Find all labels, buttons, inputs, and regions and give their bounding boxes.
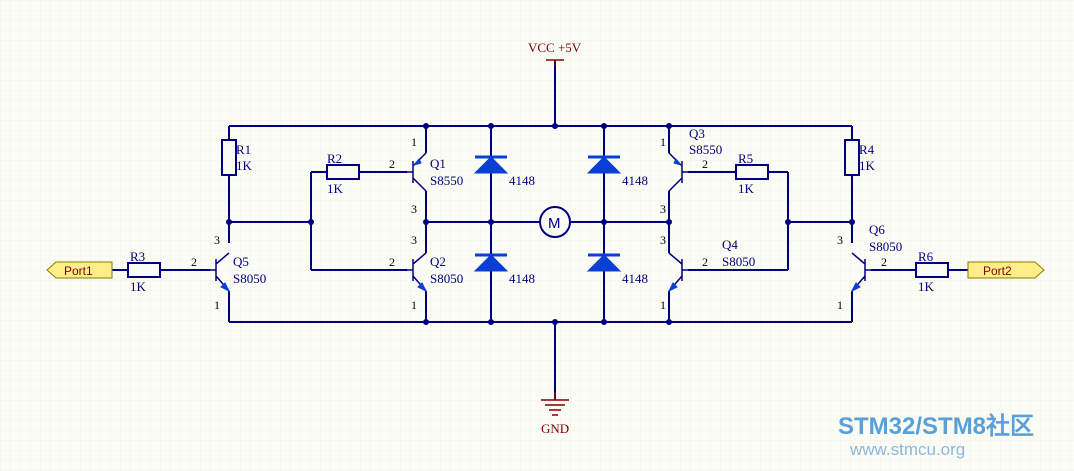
watermark: STM32/STM8社区 www.stmcu.org [838,412,1034,459]
q6-part: S8050 [869,239,902,254]
q2-name: Q2 [430,254,446,269]
q6-name: Q6 [869,222,885,237]
resistor-r4: R4 1K [844,139,876,176]
q2-pin-base: 2 [389,255,395,269]
q5-pin-emitter: 1 [214,298,220,312]
resistor-r3: R3 1K [127,249,161,294]
r6-value: 1K [918,279,935,294]
r2-value: 1K [327,181,344,196]
r5-value: 1K [738,181,755,196]
q4-pin-collector: 3 [660,233,666,247]
resistor-r2: R2 1K [326,151,360,196]
transistor-q5: 2 3 1 Q5 S8050 [191,233,266,312]
q5-pin-base: 2 [191,255,197,269]
vcc-symbol: VCC +5V [528,40,582,66]
q5-part: S8050 [233,271,266,286]
q6-pin-emitter: 1 [837,298,843,312]
q4-name: Q4 [722,237,738,252]
q3-part: S8550 [689,142,722,157]
resistor-r6: R6 1K [915,249,949,294]
watermark-brand: STM32/STM8社区 [838,412,1034,440]
r1-name: R1 [236,142,251,157]
q1-pin-collector: 3 [411,202,417,216]
q3-pin-collector: 3 [660,202,666,216]
q3-pin-base: 2 [702,157,708,171]
q4-pin-emitter: 1 [660,298,666,312]
diode-d2: 4148 [473,253,535,286]
transistor-q6: 2 3 1 Q6 S8050 [837,222,902,312]
port1-connector: Port1 [46,261,113,279]
r3-name: R3 [130,249,145,264]
q2-pin-collector: 3 [411,233,417,247]
r6-name: R6 [918,249,934,264]
q1-pin-emitter: 1 [411,135,417,149]
junction-dots [226,123,855,325]
transistor-q1: 2 1 3 Q1 S8550 [389,135,463,216]
q6-pin-collector: 3 [837,233,843,247]
q4-part: S8050 [722,254,755,269]
diode-d1: 4148 [473,155,535,188]
watermark-url: www.stmcu.org [849,440,965,459]
resistor-r5: R5 1K [735,151,769,196]
q1-name: Q1 [430,156,446,171]
q1-pin-base: 2 [389,157,395,171]
diode-d3: 4148 [586,155,648,188]
r2-name: R2 [327,151,342,166]
r3-value: 1K [130,279,147,294]
d1-value: 4148 [509,173,535,188]
q6-pin-base: 2 [881,255,887,269]
transistor-q3: 2 1 3 Q3 S8550 [660,126,722,216]
motor: M [539,206,571,238]
ground-symbol: GND [541,392,569,436]
transistor-q2: 2 3 1 Q2 S8050 [389,233,463,312]
q2-pin-emitter: 1 [411,298,417,312]
port1-label: Port1 [64,264,93,278]
q4-pin-base: 2 [702,255,708,269]
vcc-label: VCC +5V [528,40,582,55]
r4-name: R4 [859,142,875,157]
q3-pin-emitter: 1 [660,135,666,149]
port2-label: Port2 [983,264,1012,278]
r5-name: R5 [738,151,753,166]
resistor-r1: R1 1K [221,139,253,176]
d4-value: 4148 [622,271,648,286]
motor-symbol: M [548,215,561,232]
d3-value: 4148 [622,173,648,188]
diode-d4: 4148 [586,253,648,286]
q5-name: Q5 [233,254,249,269]
q2-part: S8050 [430,271,463,286]
q1-part: S8550 [430,173,463,188]
gnd-label: GND [541,421,569,436]
r1-value: 1K [236,158,253,173]
q3-name: Q3 [689,126,705,141]
d2-value: 4148 [509,271,535,286]
transistor-q4: 2 3 1 Q4 S8050 [660,233,755,312]
r4-value: 1K [859,158,876,173]
port2-connector: Port2 [967,261,1045,279]
q5-pin-collector: 3 [214,233,220,247]
